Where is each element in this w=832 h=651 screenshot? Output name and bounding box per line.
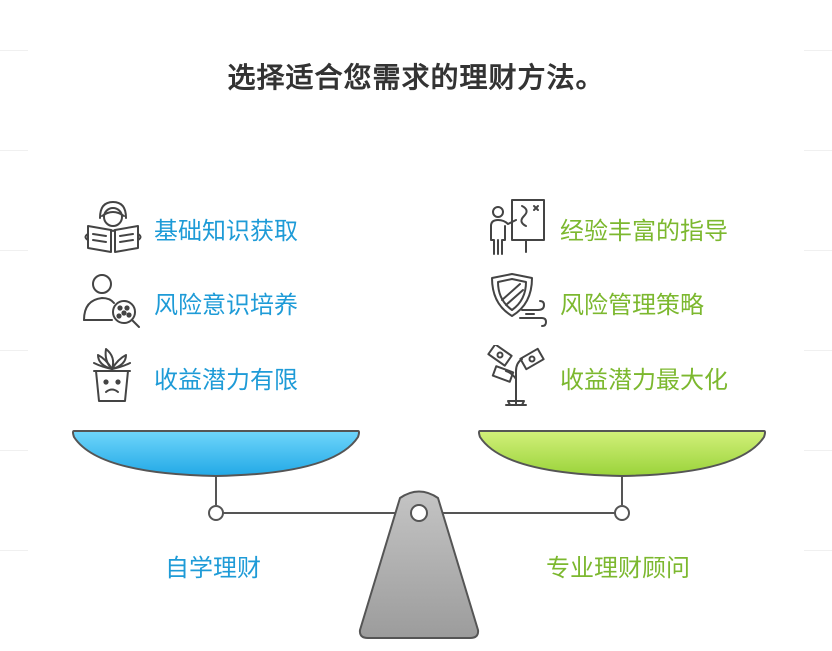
self-finance-label: 自学理财 [165,554,261,582]
left-item-label: 收益潜力有限 [154,365,298,394]
fulcrum-base [358,490,480,639]
left-item-label: 基础知识获取 [154,216,298,245]
right-item-strategy: 风险管理策略 [486,273,704,328]
person-reading-book-icon [84,201,142,253]
right-item-label: 收益潜力最大化 [560,365,728,394]
background-line [804,150,832,151]
right-item-guidance: 经验丰富的指导 [486,199,728,255]
left-item-risk: 风险意识培养 [80,274,298,328]
right-pan [478,430,766,477]
left-joint [208,505,224,521]
background-line [0,150,28,151]
left-item-label: 风险意识培养 [154,290,298,319]
right-item-maximize: 收益潜力最大化 [486,345,728,406]
background-line [0,550,28,551]
left-pan [72,430,360,477]
right-joint [614,505,630,521]
left-item-knowledge: 基础知识获取 [80,201,298,254]
fulcrum-pivot [410,504,428,522]
background-line [0,250,28,251]
sad-potted-plant-icon [93,348,131,402]
background-line [0,450,28,451]
background-line [804,250,832,251]
person-with-virus-icon [83,274,140,328]
background-line [0,50,28,51]
left-item-returns: 收益潜力有限 [80,348,298,403]
background-line [804,350,832,351]
background-line [804,450,832,451]
right-item-label: 风险管理策略 [560,290,704,319]
right-item-label: 经验丰富的指导 [560,216,728,245]
page-title: 选择适合您需求的理财方法。 [227,61,605,94]
background-line [0,350,28,351]
money-plant-icon [487,345,545,406]
presenter-at-board-icon [490,199,545,255]
professional-advisor-label: 专业理财顾问 [546,554,690,582]
background-line [804,50,832,51]
shield-with-wind-icon [491,273,547,327]
background-line [804,550,832,551]
